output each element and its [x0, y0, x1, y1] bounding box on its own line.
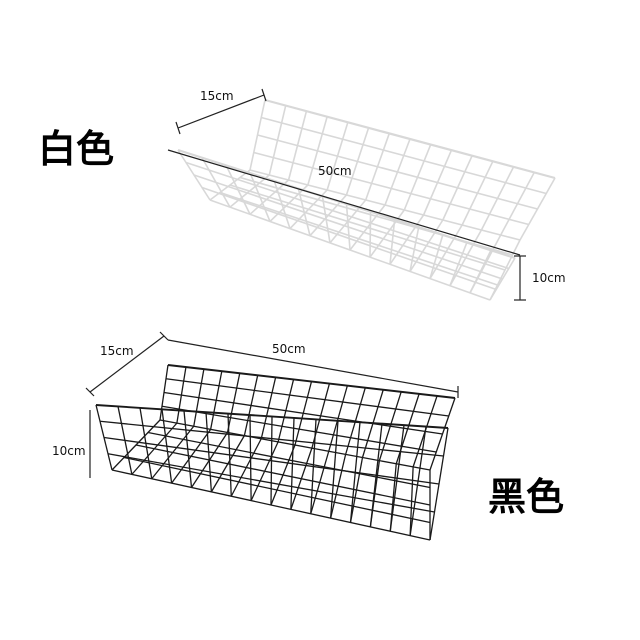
vertical-wire: [95, 404, 113, 471]
vertical-wire: [227, 413, 232, 497]
black-wire-basket: [95, 364, 456, 541]
floor-cross-wire: [131, 422, 178, 475]
vertical-wire: [389, 425, 405, 532]
vertical-wire: [249, 415, 252, 501]
vertical-wire: [422, 149, 453, 216]
floor-cross-wire: [210, 435, 245, 493]
vertical-wire: [328, 385, 349, 452]
floor-cross-wire: [250, 441, 279, 501]
floor-cross-wire: [171, 428, 212, 484]
floor-cross-wire: [409, 219, 444, 272]
floor-cross-wire: [209, 169, 251, 201]
vertical-wire: [226, 373, 241, 433]
floor-cross-wire: [389, 463, 397, 532]
vertical-wire: [364, 133, 391, 201]
floor-cross-wire: [229, 174, 270, 208]
floor-cross-wire: [329, 454, 347, 519]
vertical-wire: [205, 412, 213, 492]
vertical-wire: [461, 160, 494, 226]
floor-cross-wire: [389, 214, 425, 265]
vertical-wire: [297, 188, 311, 236]
white-length-label: 50cm: [318, 164, 352, 178]
white-height-label: 10cm: [532, 271, 566, 285]
vertical-wire: [429, 397, 456, 471]
vertical-wire: [500, 172, 535, 236]
vertical-wire: [243, 375, 259, 436]
vertical-wire: [139, 407, 153, 479]
vertical-wire: [260, 377, 277, 439]
vertical-wire: [345, 203, 351, 251]
vertical-wire: [429, 427, 449, 541]
black-dimension-lines: [85, 331, 459, 478]
vertical-wire: [519, 177, 556, 241]
floor-cross-wire: [409, 466, 414, 536]
vertical-wire: [345, 387, 366, 455]
vertical-wire: [403, 144, 432, 211]
vertical-wire: [249, 172, 271, 222]
floor-cross-wire: [369, 209, 405, 258]
vertical-wire: [384, 138, 411, 206]
floor-cross-wire: [230, 438, 262, 497]
white-color-label: 白色: [38, 127, 114, 171]
floor-cross-wire: [369, 460, 381, 527]
floor-cross-wire: [349, 457, 364, 523]
vertical-wire: [310, 419, 317, 514]
vertical-wire: [409, 426, 427, 536]
floor-cross-wire: [269, 184, 309, 223]
floor-cross-wire: [429, 224, 463, 279]
vertical-wire: [369, 211, 372, 258]
floor-cross-wire: [270, 444, 296, 506]
floor-cross-wire: [111, 419, 161, 471]
floor-cross-wire: [249, 179, 290, 215]
vertical-wire: [389, 219, 396, 265]
vertical-wire: [409, 226, 420, 272]
vertical-wire: [287, 110, 308, 181]
vertical-wire: [176, 366, 187, 424]
floor-cross-wire: [310, 451, 330, 514]
vertical-wire: [349, 422, 361, 523]
vertical-wire: [161, 409, 173, 484]
vertical-wire: [321, 196, 331, 243]
vertical-wire: [193, 369, 205, 427]
black-length-label: 50cm: [272, 342, 306, 356]
vertical-wire: [329, 420, 339, 519]
floor-cross-wire: [449, 229, 483, 287]
vertical-wire: [177, 149, 211, 201]
vertical-wire: [183, 410, 193, 488]
white-dimension-lines: [167, 88, 526, 301]
vertical-wire: [249, 99, 266, 171]
vertical-wire: [159, 364, 169, 421]
vertical-wire: [442, 155, 473, 221]
vertical-wire: [412, 395, 438, 468]
floor-cross-wire: [469, 234, 502, 294]
white-wire-basket: [177, 98, 556, 301]
vertical-wire: [225, 165, 251, 215]
vertical-wire: [361, 389, 384, 458]
vertical-wire: [209, 371, 223, 430]
vertical-wire: [345, 127, 370, 196]
vertical-wire: [326, 122, 349, 191]
vertical-wire: [307, 116, 328, 186]
vertical-wire: [480, 166, 515, 231]
black-depth-label: 15cm: [100, 344, 134, 358]
vertical-wire: [429, 234, 444, 279]
vertical-wire: [268, 105, 287, 176]
floor-cross-wire: [489, 239, 521, 301]
black-color-label: 黑色: [488, 475, 564, 519]
floor-cross-wire: [290, 447, 313, 510]
vertical-wire: [395, 393, 420, 464]
vertical-wire: [378, 391, 402, 461]
vertical-wire: [277, 379, 295, 443]
black-height-label: 10cm: [52, 444, 86, 458]
vertical-wire: [201, 157, 231, 208]
floor-cross-wire: [289, 189, 328, 230]
vertical-wire: [449, 242, 468, 287]
vertical-wire: [270, 416, 273, 506]
vertical-wire: [290, 417, 295, 510]
white-depth-label: 15cm: [200, 89, 234, 103]
vertical-wire: [294, 381, 313, 446]
vertical-wire: [117, 406, 133, 475]
vertical-wire: [273, 180, 291, 229]
